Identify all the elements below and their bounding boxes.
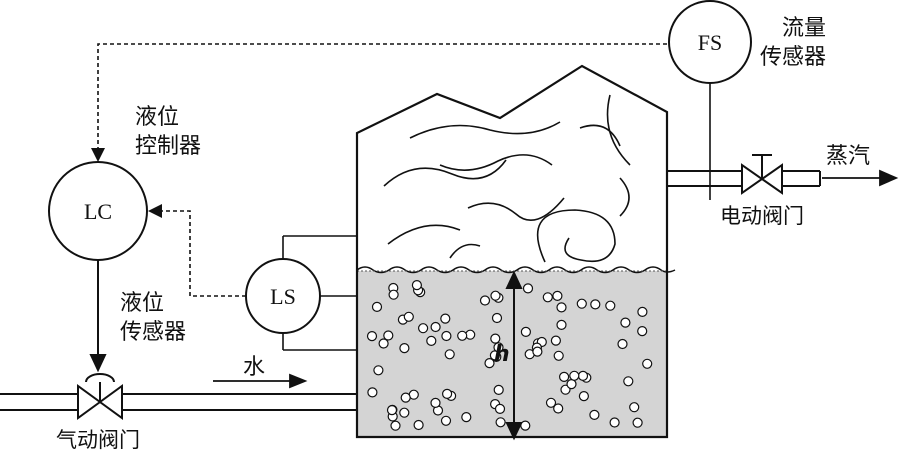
bubble bbox=[609, 417, 620, 428]
level-sensor-caption-1: 液位 bbox=[120, 291, 164, 316]
bubble bbox=[620, 317, 631, 328]
bubble bbox=[442, 388, 453, 399]
bubble bbox=[390, 420, 401, 431]
fs-to-lc-dashed-signal bbox=[97, 43, 667, 148]
bubble bbox=[522, 283, 534, 294]
flow-sensor-caption-1: 流量 bbox=[782, 16, 826, 41]
level-sensor-tag: LS bbox=[270, 284, 296, 309]
boiler-vessel bbox=[355, 64, 669, 439]
bubble bbox=[430, 397, 441, 408]
bubble bbox=[494, 403, 506, 414]
bubble bbox=[457, 330, 468, 341]
bubble bbox=[556, 319, 567, 330]
bubble bbox=[637, 326, 648, 337]
bubble bbox=[399, 407, 410, 418]
bubble bbox=[367, 387, 378, 398]
bubble bbox=[558, 371, 570, 382]
bubble bbox=[642, 358, 653, 369]
flow-sensor-tag: FS bbox=[698, 30, 722, 55]
fs-to-lc-arrowhead bbox=[91, 148, 105, 162]
bubble bbox=[545, 397, 557, 408]
bubble bbox=[378, 338, 389, 349]
bubble bbox=[553, 403, 564, 414]
steam-label: 蒸汽 bbox=[826, 144, 870, 169]
bubble bbox=[632, 417, 643, 428]
bubble bbox=[479, 295, 491, 306]
water-label: 水 bbox=[243, 355, 265, 380]
level-controller-caption-2: 控制器 bbox=[135, 134, 201, 159]
bubble bbox=[371, 301, 383, 312]
bubble bbox=[400, 392, 411, 403]
level-controller-caption-1: 液位 bbox=[135, 105, 179, 130]
bubble bbox=[440, 415, 452, 426]
pneumatic-valve bbox=[77, 373, 123, 420]
water-surface bbox=[356, 266, 676, 274]
bubble bbox=[550, 335, 562, 346]
pneumatic-valve-caption: 气动阀门 bbox=[56, 428, 140, 452]
bubble bbox=[386, 405, 398, 416]
water-body bbox=[357, 271, 667, 437]
bubble bbox=[590, 299, 601, 310]
bubble bbox=[629, 402, 640, 413]
bubble bbox=[520, 326, 532, 337]
bubble bbox=[411, 280, 422, 291]
electric-valve-caption: 电动阀门 bbox=[720, 204, 804, 228]
steam-outlet-pipe bbox=[667, 170, 821, 187]
bubble bbox=[490, 333, 501, 344]
bubble bbox=[426, 335, 437, 346]
bubble bbox=[617, 338, 628, 350]
bubble bbox=[373, 365, 384, 376]
bubble bbox=[493, 342, 504, 353]
level-sensor-connections bbox=[282, 235, 357, 351]
bubble bbox=[623, 376, 634, 387]
bubble bbox=[589, 409, 600, 420]
bubble bbox=[569, 370, 580, 381]
bubble bbox=[605, 300, 616, 311]
bubble bbox=[532, 346, 543, 357]
flow-sensor-caption-2: 传感器 bbox=[760, 45, 826, 70]
bubble bbox=[399, 343, 410, 354]
bubble bbox=[430, 321, 441, 333]
bubble bbox=[542, 292, 553, 303]
level-controller-tag: LC bbox=[84, 199, 112, 224]
ls-to-lc-arrowhead bbox=[148, 204, 162, 218]
bubble bbox=[413, 419, 424, 431]
bubble bbox=[556, 302, 567, 313]
lc-to-valve-signal bbox=[89, 260, 107, 373]
bubble bbox=[388, 289, 399, 300]
bubble bbox=[444, 349, 455, 360]
bubble bbox=[383, 330, 394, 341]
bubble bbox=[461, 412, 472, 423]
level-symbol: h bbox=[494, 342, 510, 367]
bubble bbox=[491, 312, 503, 324]
electric-valve bbox=[741, 154, 783, 195]
bubble bbox=[366, 331, 378, 342]
bubble bbox=[493, 384, 504, 395]
bubble bbox=[440, 313, 451, 324]
steam-curves bbox=[383, 94, 631, 263]
bubble bbox=[553, 350, 564, 361]
water-bubbles bbox=[366, 280, 653, 431]
bubble bbox=[418, 323, 429, 334]
bubble bbox=[495, 417, 506, 428]
level-height-arrow bbox=[505, 270, 523, 441]
bubble bbox=[403, 311, 414, 322]
level-sensor-caption-2: 传感器 bbox=[120, 320, 186, 345]
bubble bbox=[576, 298, 587, 309]
bubble bbox=[637, 306, 648, 317]
bubble bbox=[441, 330, 452, 342]
water-flow-arrow bbox=[213, 373, 308, 389]
bubble bbox=[578, 391, 590, 402]
bubble bbox=[490, 290, 501, 301]
bubble bbox=[577, 370, 589, 381]
bubble bbox=[552, 290, 563, 301]
steam-flow-arrow bbox=[822, 169, 899, 187]
bubble bbox=[484, 358, 495, 369]
water-inlet-pipe bbox=[0, 393, 357, 411]
bubble bbox=[566, 379, 577, 390]
ls-to-lc-dashed-signal bbox=[162, 210, 246, 297]
